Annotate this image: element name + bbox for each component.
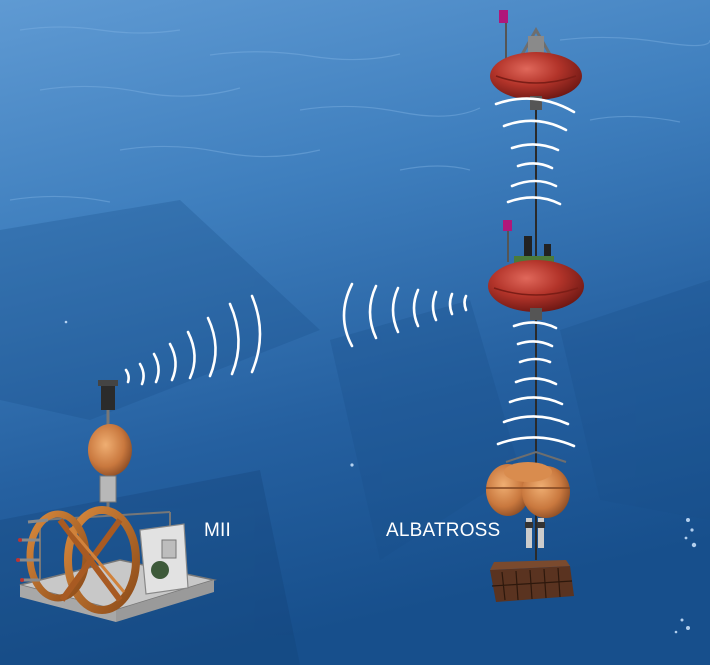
albatross-label: ALBATROSS bbox=[386, 520, 501, 541]
subsurface-buoy bbox=[488, 220, 584, 320]
acoustic-signal-vertical-top bbox=[494, 97, 576, 206]
water-ripples bbox=[9, 26, 710, 203]
induction-coil bbox=[26, 506, 140, 614]
bubbles bbox=[64, 320, 697, 634]
flag-icon bbox=[499, 10, 508, 23]
acoustic-signal-horizontal-buoy bbox=[342, 282, 468, 348]
mii-label: MII bbox=[204, 520, 231, 541]
mii-instrument bbox=[16, 380, 217, 622]
acoustic-signal-vertical-bottom bbox=[496, 321, 576, 448]
flag-icon bbox=[503, 220, 512, 231]
albatross-instrument bbox=[486, 450, 574, 602]
acoustic-signal-horizontal-mii bbox=[124, 294, 262, 386]
